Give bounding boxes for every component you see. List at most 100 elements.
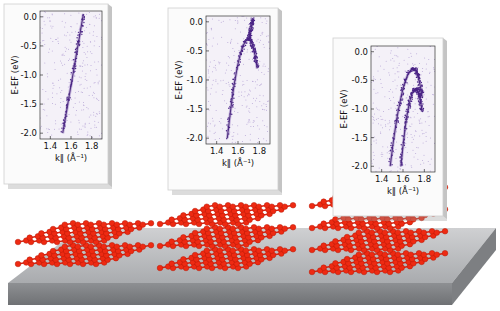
- intensity-dot: [78, 44, 79, 45]
- noise-dot: [230, 41, 231, 42]
- noise-dot: [266, 23, 267, 24]
- atom: [204, 204, 210, 210]
- x-tick: [71, 136, 72, 139]
- noise-dot: [94, 41, 95, 42]
- atom: [127, 222, 133, 228]
- noise-dot: [70, 121, 71, 122]
- noise-dot: [89, 123, 90, 124]
- noise-dot: [260, 17, 261, 18]
- noise-dot: [76, 110, 77, 111]
- noise-dot: [49, 17, 50, 18]
- intensity-dot: [74, 52, 75, 53]
- noise-dot: [55, 69, 56, 70]
- noise-dot: [95, 116, 96, 117]
- noise-dot: [263, 95, 264, 96]
- noise-dot: [52, 50, 53, 51]
- noise-dot: [86, 14, 87, 15]
- noise-dot: [55, 39, 56, 40]
- atom: [27, 257, 33, 263]
- noise-dot: [212, 46, 213, 47]
- plot-frame: [40, 11, 102, 139]
- intensity-dot: [64, 125, 65, 126]
- noise-dot: [101, 138, 102, 139]
- graphene-layer: [15, 220, 154, 244]
- noise-dot: [44, 21, 45, 22]
- noise-dot: [70, 26, 71, 27]
- intensity-dot: [84, 17, 85, 18]
- noise-dot: [99, 81, 100, 82]
- noise-dot: [85, 127, 86, 128]
- noise-dot: [91, 53, 92, 54]
- noise-dot: [223, 21, 224, 22]
- noise-dot: [98, 100, 99, 101]
- atom: [269, 204, 275, 210]
- intensity-dot: [73, 65, 74, 66]
- noise-dot: [237, 17, 238, 18]
- substrate-side: [452, 228, 496, 305]
- noise-dot: [83, 102, 84, 103]
- intensity-dot: [73, 68, 74, 69]
- noise-dot: [93, 112, 94, 113]
- noise-dot: [61, 90, 62, 91]
- noise-dot: [219, 138, 220, 139]
- intensity-dot: [83, 22, 84, 23]
- atom: [204, 226, 210, 232]
- noise-dot: [81, 129, 82, 130]
- noise-dot: [52, 13, 53, 14]
- noise-dot: [262, 22, 263, 23]
- noise-dot: [77, 132, 78, 133]
- noise-dot: [46, 128, 47, 129]
- intensity-dot: [71, 84, 72, 85]
- noise-dot: [85, 76, 86, 77]
- intensity-dot: [75, 49, 76, 50]
- noise-dot: [52, 41, 53, 42]
- atom: [282, 226, 288, 232]
- atom: [382, 230, 388, 236]
- noise-dot: [49, 49, 50, 50]
- noise-dot: [93, 97, 94, 98]
- noise-dot: [42, 40, 43, 41]
- noise-dot: [94, 83, 95, 84]
- noise-dot: [51, 28, 52, 29]
- noise-dot: [94, 82, 95, 83]
- atom: [408, 252, 414, 258]
- noise-dot: [55, 120, 56, 121]
- intensity-dot: [81, 31, 82, 32]
- atom: [39, 231, 45, 237]
- noise-dot: [77, 23, 78, 24]
- noise-dot: [52, 14, 53, 15]
- noise-dot: [208, 69, 209, 70]
- atom: [169, 217, 175, 223]
- noise-dot: [81, 92, 82, 93]
- x-tick: [91, 136, 92, 139]
- noise-dot: [261, 105, 262, 106]
- noise-dot: [89, 117, 90, 118]
- atom: [15, 239, 21, 245]
- noise-dot: [50, 20, 51, 21]
- noise-dot: [99, 14, 100, 15]
- noise-dot: [82, 41, 83, 42]
- noise-dot: [90, 135, 91, 136]
- noise-dot: [83, 109, 84, 110]
- noise-dot: [233, 55, 234, 56]
- intensity-dot: [75, 65, 76, 66]
- band-line: [63, 14, 84, 133]
- atom: [290, 246, 296, 252]
- noise-dot: [211, 88, 212, 89]
- noise-dot: [86, 107, 87, 108]
- intensity-dot: [74, 63, 75, 64]
- atom: [140, 244, 146, 250]
- noise-dot: [78, 134, 79, 135]
- noise-dot: [47, 132, 48, 133]
- noise-dot: [76, 40, 77, 41]
- atom: [148, 242, 154, 248]
- y-tick: [40, 45, 43, 46]
- noise-dot: [268, 35, 269, 36]
- noise-dot: [61, 55, 62, 56]
- intensity-dot: [76, 37, 77, 38]
- noise-dot: [97, 114, 98, 115]
- noise-dot: [45, 12, 46, 13]
- noise-dot: [60, 92, 61, 93]
- noise-dot: [94, 61, 95, 62]
- noise-dot: [83, 104, 84, 105]
